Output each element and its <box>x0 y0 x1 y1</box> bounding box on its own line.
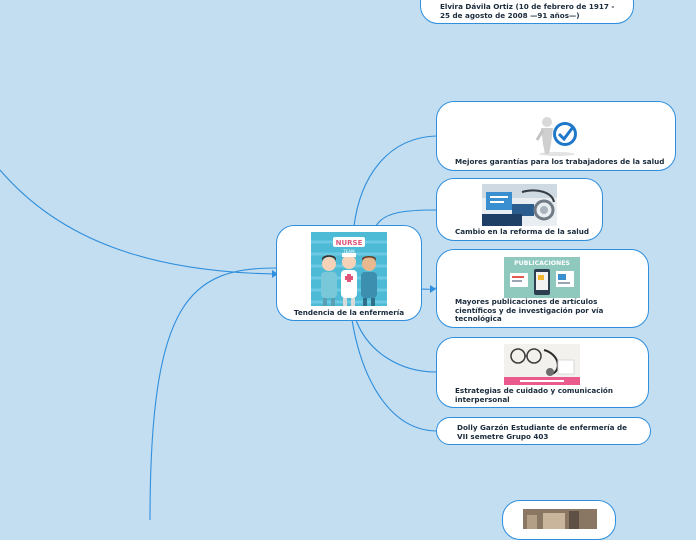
medical-equipment-icon <box>482 184 557 226</box>
estrategias-cuidado-label: Estrategias de cuidado y comunicación in… <box>455 386 613 404</box>
nurse-badge-text: NURSE <box>336 239 363 247</box>
node-mejores-garantias[interactable]: Mejores garantías para los trabajadores … <box>436 101 676 171</box>
node-elvira-label: Elvira Dávila Ortiz (10 de febrero de 19… <box>440 2 615 20</box>
checkmark-figure-icon <box>519 110 593 156</box>
node-dolly-garzon[interactable]: Dolly Garzón Estudiante de enfermería de… <box>436 417 651 445</box>
stethoscope-icon <box>504 344 580 385</box>
node-central[interactable]: NURSE TEAM Tendencia de la enfermería <box>276 225 422 321</box>
bottom-node-image <box>523 509 597 529</box>
node-estrategias-cuidado[interactable]: Estrategias de cuidado y comunicación in… <box>436 337 649 408</box>
link-branch-5 <box>351 319 437 432</box>
nurse-team-text: TEAM <box>342 249 355 254</box>
reforma-salud-label: Cambio en la reforma de la salud <box>455 227 590 236</box>
link-left-bottom <box>149 267 277 520</box>
arrow-branch-3 <box>430 285 436 293</box>
node-reforma-salud[interactable]: Cambio en la reforma de la salud <box>436 178 603 241</box>
connector-lines <box>0 135 437 520</box>
publicaciones-label: Mayores publicaciones de artículos cient… <box>455 297 604 324</box>
link-left-top <box>0 169 277 275</box>
dolly-garzon-label: Dolly Garzón Estudiante de enfermería de… <box>457 423 627 441</box>
node-elvira-davila[interactable]: Elvira Dávila Ortiz (10 de febrero de 19… <box>420 0 634 24</box>
link-branch-2 <box>375 209 437 227</box>
node-publicaciones[interactable]: PUBLICACIONES Mayores publicaciones de a… <box>436 249 649 328</box>
arrow-left-in <box>272 270 278 278</box>
nurse-team-image: NURSE TEAM <box>311 232 387 306</box>
link-branch-1 <box>353 135 437 227</box>
node-bottom-partial[interactable] <box>502 500 616 540</box>
central-label: Tendencia de la enfermería <box>293 308 405 317</box>
publications-icon: PUBLICACIONES <box>504 257 580 298</box>
mejores-garantias-label: Mejores garantías para los trabajadores … <box>455 157 665 166</box>
link-branch-4 <box>355 319 437 373</box>
publications-image-title: PUBLICACIONES <box>514 260 570 267</box>
